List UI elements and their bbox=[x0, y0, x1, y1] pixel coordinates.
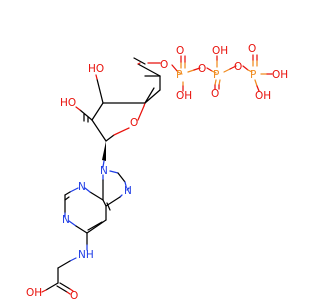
ribose-ring bbox=[91, 87, 161, 142]
n7-label: N bbox=[124, 185, 132, 197]
acid-hydroxyl-label: OH bbox=[26, 287, 42, 299]
phosphorus-2-label: P bbox=[213, 69, 219, 81]
n3-label: N bbox=[78, 181, 86, 193]
phosphorus-3-label: P bbox=[250, 69, 256, 81]
p1-hydroxyl-label: OH bbox=[176, 90, 192, 102]
ribose-hydroxyls bbox=[75, 74, 104, 123]
phosphorus-1-label: P bbox=[176, 69, 182, 81]
acid-carbonyl-oxygen-label: O bbox=[70, 290, 78, 300]
n1-label: N bbox=[62, 214, 70, 226]
atom-labels: HO HO O O P O OH O P OH O O P O OH OH N … bbox=[26, 43, 288, 300]
ester-oxygen-label: O bbox=[160, 59, 168, 71]
ho-ribose-left-label: HO bbox=[60, 97, 76, 109]
purine-ring-bonds bbox=[64, 170, 130, 251]
bridge-oxygen-2-label: O bbox=[234, 61, 242, 73]
p3-hydroxyl-bottom-label: OH bbox=[255, 90, 271, 102]
ho-ribose-top-label: HO bbox=[88, 63, 104, 75]
glycosidic-bond bbox=[102, 141, 106, 168]
phosphate-chain-bonds bbox=[133, 54, 273, 92]
molecule-structure-diagram: HO HO O O P O OH O P OH O O P O OH OH N … bbox=[26, 43, 288, 300]
ring-oxygen-label: O bbox=[130, 117, 138, 129]
p2-hydroxyl-label: OH bbox=[212, 45, 228, 57]
bridge-oxygen-1-label: O bbox=[198, 63, 206, 75]
p3-oxo-label: O bbox=[248, 43, 256, 55]
p3-hydroxyl-right-label: OH bbox=[272, 69, 288, 81]
p1-oxo-label: O bbox=[176, 45, 184, 57]
amine-nh-label: NH bbox=[78, 249, 94, 261]
carboxymethyl-bonds bbox=[41, 257, 77, 295]
p2-oxo-label: O bbox=[211, 88, 219, 100]
n9-label: N bbox=[100, 165, 108, 177]
